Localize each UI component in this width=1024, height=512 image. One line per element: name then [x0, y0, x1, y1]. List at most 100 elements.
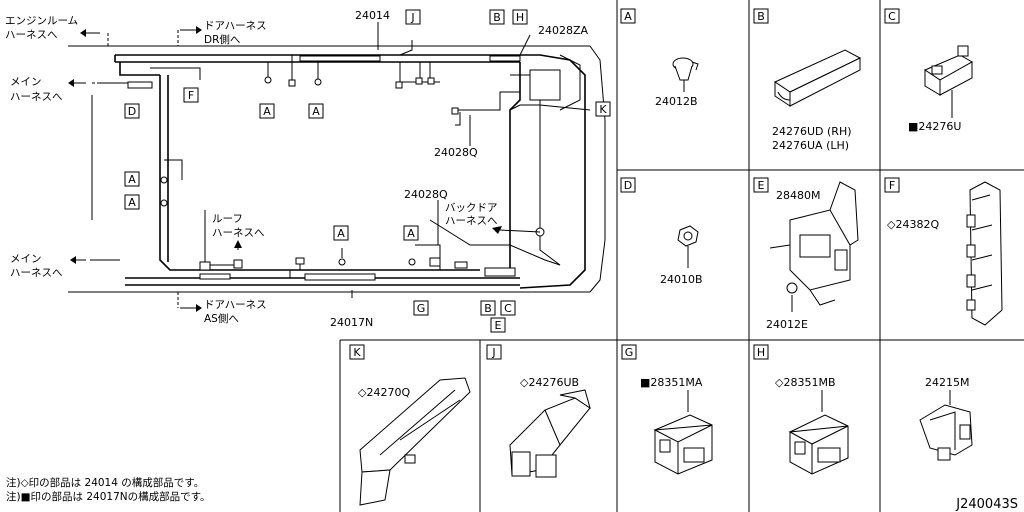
callout-labels: J B H F D A A K A A A A G B C E: [124, 9, 611, 333]
diagram-id: J240043S: [955, 497, 1018, 512]
label-main-bot-2: ハーネスへ: [10, 267, 63, 279]
callout-b-bot: B: [480, 300, 496, 316]
svg-text:F: F: [889, 179, 895, 192]
part-28351ma: ■28351MA: [640, 376, 703, 389]
main-labels: 24014 24028ZA 24028Q 24028Q 24017N エンジンル…: [5, 9, 589, 329]
connector-g-illustration: [653, 414, 713, 475]
part-24215m: 24215M: [925, 376, 969, 389]
callout-a4: A: [124, 194, 140, 210]
svg-text:B: B: [493, 11, 501, 24]
panel-f: F ◇24382Q: [884, 177, 1003, 326]
panel-a: A 24012B: [620, 8, 699, 108]
callout-g: G: [413, 300, 429, 316]
part-24017n: 24017N: [330, 316, 373, 329]
svg-text:A: A: [128, 173, 136, 186]
control-unit-illustration: [769, 181, 859, 306]
svg-text:A: A: [263, 105, 271, 118]
note-line-2: 注)■印の部品は 24017Nの構成部品です。: [6, 490, 211, 503]
panel-b: B 24276UD (RH) 24276UA (LH): [753, 8, 862, 152]
panel-g: G ■28351MA: [621, 344, 713, 475]
long-bracket-illustration: [966, 181, 1003, 326]
svg-text:E: E: [758, 179, 765, 192]
svg-text:H: H: [757, 346, 765, 359]
label-engine-room-2: ハーネスへ: [5, 29, 58, 41]
grommet-illustration: [677, 225, 699, 247]
panel-k: K ◇24270Q: [349, 344, 471, 506]
label-main-bot-1: メイン: [10, 253, 42, 265]
part-24012e: 24012E: [766, 318, 808, 331]
label-back-door-1: バックドア: [445, 202, 498, 214]
label-main-top-1: メイン: [10, 76, 42, 88]
svg-text:K: K: [353, 346, 361, 359]
callout-a1: A: [259, 103, 275, 119]
connector-h-illustration: [788, 414, 849, 475]
protector-j-illustration: [509, 389, 591, 478]
callout-e: E: [490, 317, 506, 333]
panel-24215m: 24215M: [919, 376, 973, 461]
part-24382q: ◇24382Q: [887, 218, 939, 231]
label-door-as-1: ドアハーネス: [204, 299, 267, 311]
label-door-dr-2: DR側へ: [204, 33, 240, 46]
panel-h: H ◇28351MB: [753, 344, 849, 475]
svg-text:C: C: [888, 10, 896, 23]
note-line-1: 注)◇印の部品は 24014 の構成部品です。: [6, 476, 204, 489]
svg-text:A: A: [128, 196, 136, 209]
svg-text:C: C: [504, 302, 512, 315]
label-door-dr-1: ドアハーネス: [204, 20, 267, 32]
label-engine-room-1: エンジンルーム: [5, 15, 78, 27]
svg-text:A: A: [407, 227, 415, 240]
part-24014: 24014: [355, 9, 390, 22]
svg-text:A: A: [624, 10, 632, 23]
part-24010b: 24010B: [660, 273, 703, 286]
panel-grid: [339, 0, 1024, 512]
svg-text:J: J: [491, 346, 495, 359]
label-roof-2: ハーネスへ: [212, 227, 265, 239]
svg-text:F: F: [188, 89, 194, 102]
svg-text:D: D: [128, 105, 136, 118]
svg-text:E: E: [495, 319, 502, 332]
svg-text:K: K: [599, 103, 607, 116]
label-back-door-2: ハーネスへ: [445, 215, 498, 227]
panel-j: J ◇24276UB: [486, 344, 591, 478]
part-24276u: ■24276U: [908, 120, 961, 133]
part-24270q: ◇24270Q: [358, 386, 410, 399]
label-door-as-2: AS側へ: [204, 312, 239, 325]
part-24012b: 24012B: [655, 95, 698, 108]
callout-c: C: [500, 300, 516, 316]
panel-d: D 24010B: [620, 177, 703, 286]
svg-text:B: B: [757, 10, 765, 23]
svg-text:A: A: [312, 105, 320, 118]
part-24028q-a: 24028Q: [434, 146, 478, 159]
callout-j: J: [405, 9, 421, 25]
callout-b-top: B: [489, 9, 505, 25]
part-24028za: 24028ZA: [538, 24, 589, 37]
svg-text:H: H: [516, 11, 524, 24]
svg-text:G: G: [625, 346, 634, 359]
protector-k-illustration: [359, 377, 471, 506]
footnotes: 注)◇印の部品は 24014 の構成部品です。 注)■印の部品は 24017Nの…: [6, 476, 211, 503]
label-main-top-2: ハーネスへ: [10, 91, 63, 103]
protector-illustration: [773, 49, 862, 107]
bracket-illustration: [923, 45, 974, 96]
harness-layout: [68, 22, 606, 312]
callout-a2: A: [308, 103, 324, 119]
callout-a5: A: [333, 225, 349, 241]
clamp-illustration: [919, 404, 973, 461]
callout-h: H: [512, 9, 528, 25]
panel-c: C ■24276U: [884, 8, 974, 133]
panel-e: E 28480M 24012E: [753, 177, 859, 331]
part-24276ud: 24276UD (RH): [772, 125, 852, 138]
callout-d: D: [124, 103, 140, 119]
callout-a6: A: [403, 225, 419, 241]
label-roof-1: ルーフ: [212, 213, 243, 225]
svg-text:G: G: [417, 302, 426, 315]
callout-a3: A: [124, 171, 140, 187]
callout-f: F: [183, 87, 199, 103]
clip-illustration: [672, 57, 699, 81]
svg-text:B: B: [484, 302, 492, 315]
part-28480m: 28480M: [776, 189, 820, 202]
svg-text:D: D: [624, 179, 632, 192]
part-24276ua: 24276UA (LH): [772, 139, 849, 152]
part-28351mb: ◇28351MB: [775, 376, 836, 389]
